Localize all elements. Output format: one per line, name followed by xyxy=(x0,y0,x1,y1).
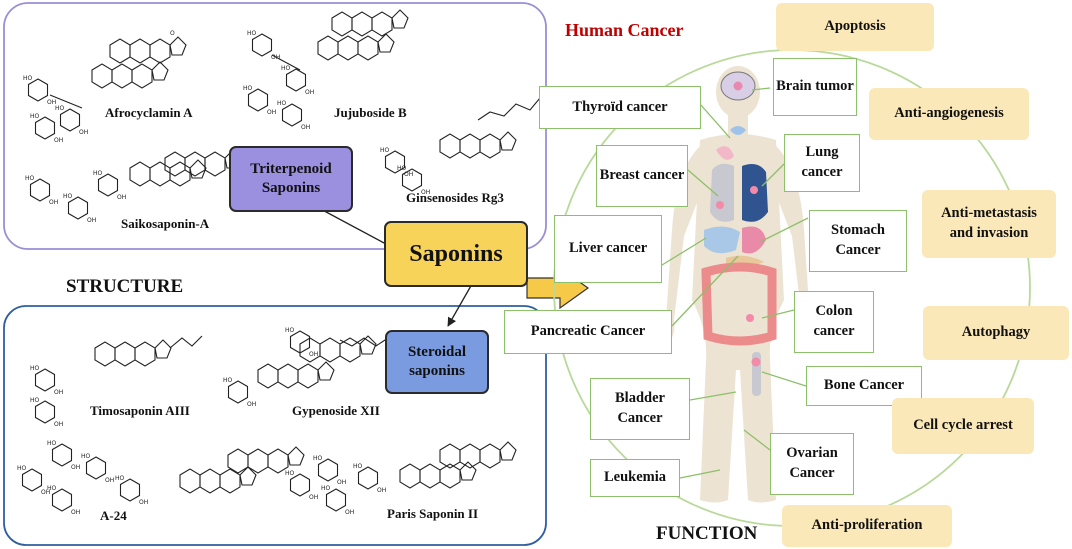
compound-afrocyclamin-a: Afrocyclamin A xyxy=(105,105,193,120)
triterpenoid-saponins-box: Triterpenoid Saponins xyxy=(229,146,353,212)
function-label: FUNCTION xyxy=(656,523,758,544)
human-cancer-title: Human Cancer xyxy=(565,20,684,40)
compound-gypenoside-xii: Gypenoside XII xyxy=(292,403,380,418)
compound-paris-saponin-ii: Paris Saponin II xyxy=(387,506,479,521)
triterpenoid-frame xyxy=(3,2,547,250)
function-anti-angiogenesis: Anti-angiogenesis xyxy=(869,88,1029,140)
colon-organ xyxy=(701,262,777,346)
organs xyxy=(701,71,777,396)
steroidal-saponins-box: Steroidal saponins xyxy=(385,330,489,394)
cancer-lung: Lung cancer xyxy=(784,134,860,192)
thyroid-organ xyxy=(730,126,746,135)
cancer-thyroid: Thyroïd cancer xyxy=(539,86,701,129)
cancer-colon: Colon cancer xyxy=(794,291,874,353)
cancer-ovarian: Ovarian Cancer xyxy=(770,433,854,495)
gypenoside-xii-structure xyxy=(222,326,389,409)
compound-a-24: A-24 xyxy=(100,508,127,523)
compound-jujuboside-b: Jujuboside B xyxy=(334,105,407,120)
cancer-liver: Liver cancer xyxy=(554,215,662,283)
cancer-leukemia: Leukemia xyxy=(590,459,680,497)
cancer-bladder: Bladder Cancer xyxy=(590,378,690,440)
stomach-organ xyxy=(742,226,766,254)
structure-label: STRUCTURE xyxy=(66,276,184,297)
lung-left-organ xyxy=(710,163,734,222)
function-anti-metastasis: Anti-metastasis and invasion xyxy=(922,190,1056,258)
breast-organ xyxy=(716,146,734,160)
cancer-stomach: Stomach Cancer xyxy=(809,210,907,272)
cancer-breast: Breast cancer xyxy=(596,145,688,207)
timosaponin-aiii-structure xyxy=(29,335,203,429)
saponins-box: Saponins xyxy=(384,221,528,287)
function-cell-cycle-arrest: Cell cycle arrest xyxy=(892,398,1034,454)
svg-text:O: O xyxy=(170,30,175,37)
leader-lines xyxy=(661,87,809,479)
cancer-bone: Bone Cancer xyxy=(806,366,922,406)
jujuboside-b-structure xyxy=(242,9,409,132)
function-autophagy: Autophagy xyxy=(923,306,1069,360)
compound-timosaponin-aiii: Timosaponin AIII xyxy=(90,403,190,418)
ginsenosides-rg3-structure xyxy=(379,97,541,197)
function-apoptosis: Apoptosis xyxy=(776,3,934,51)
afrocyclamin-a-structure: O xyxy=(22,30,187,145)
cancer-pancreatic: Pancreatic Cancer xyxy=(504,310,672,354)
cancer-brain: Brain tumor xyxy=(773,58,857,116)
liver-organ xyxy=(704,226,740,254)
compound-ginsenosides-rg3: Ginsenosides Rg3 xyxy=(406,190,504,205)
compound-saikosaponin-a: Saikosaponin-A xyxy=(121,216,210,231)
function-anti-proliferation: Anti-proliferation xyxy=(782,505,952,547)
